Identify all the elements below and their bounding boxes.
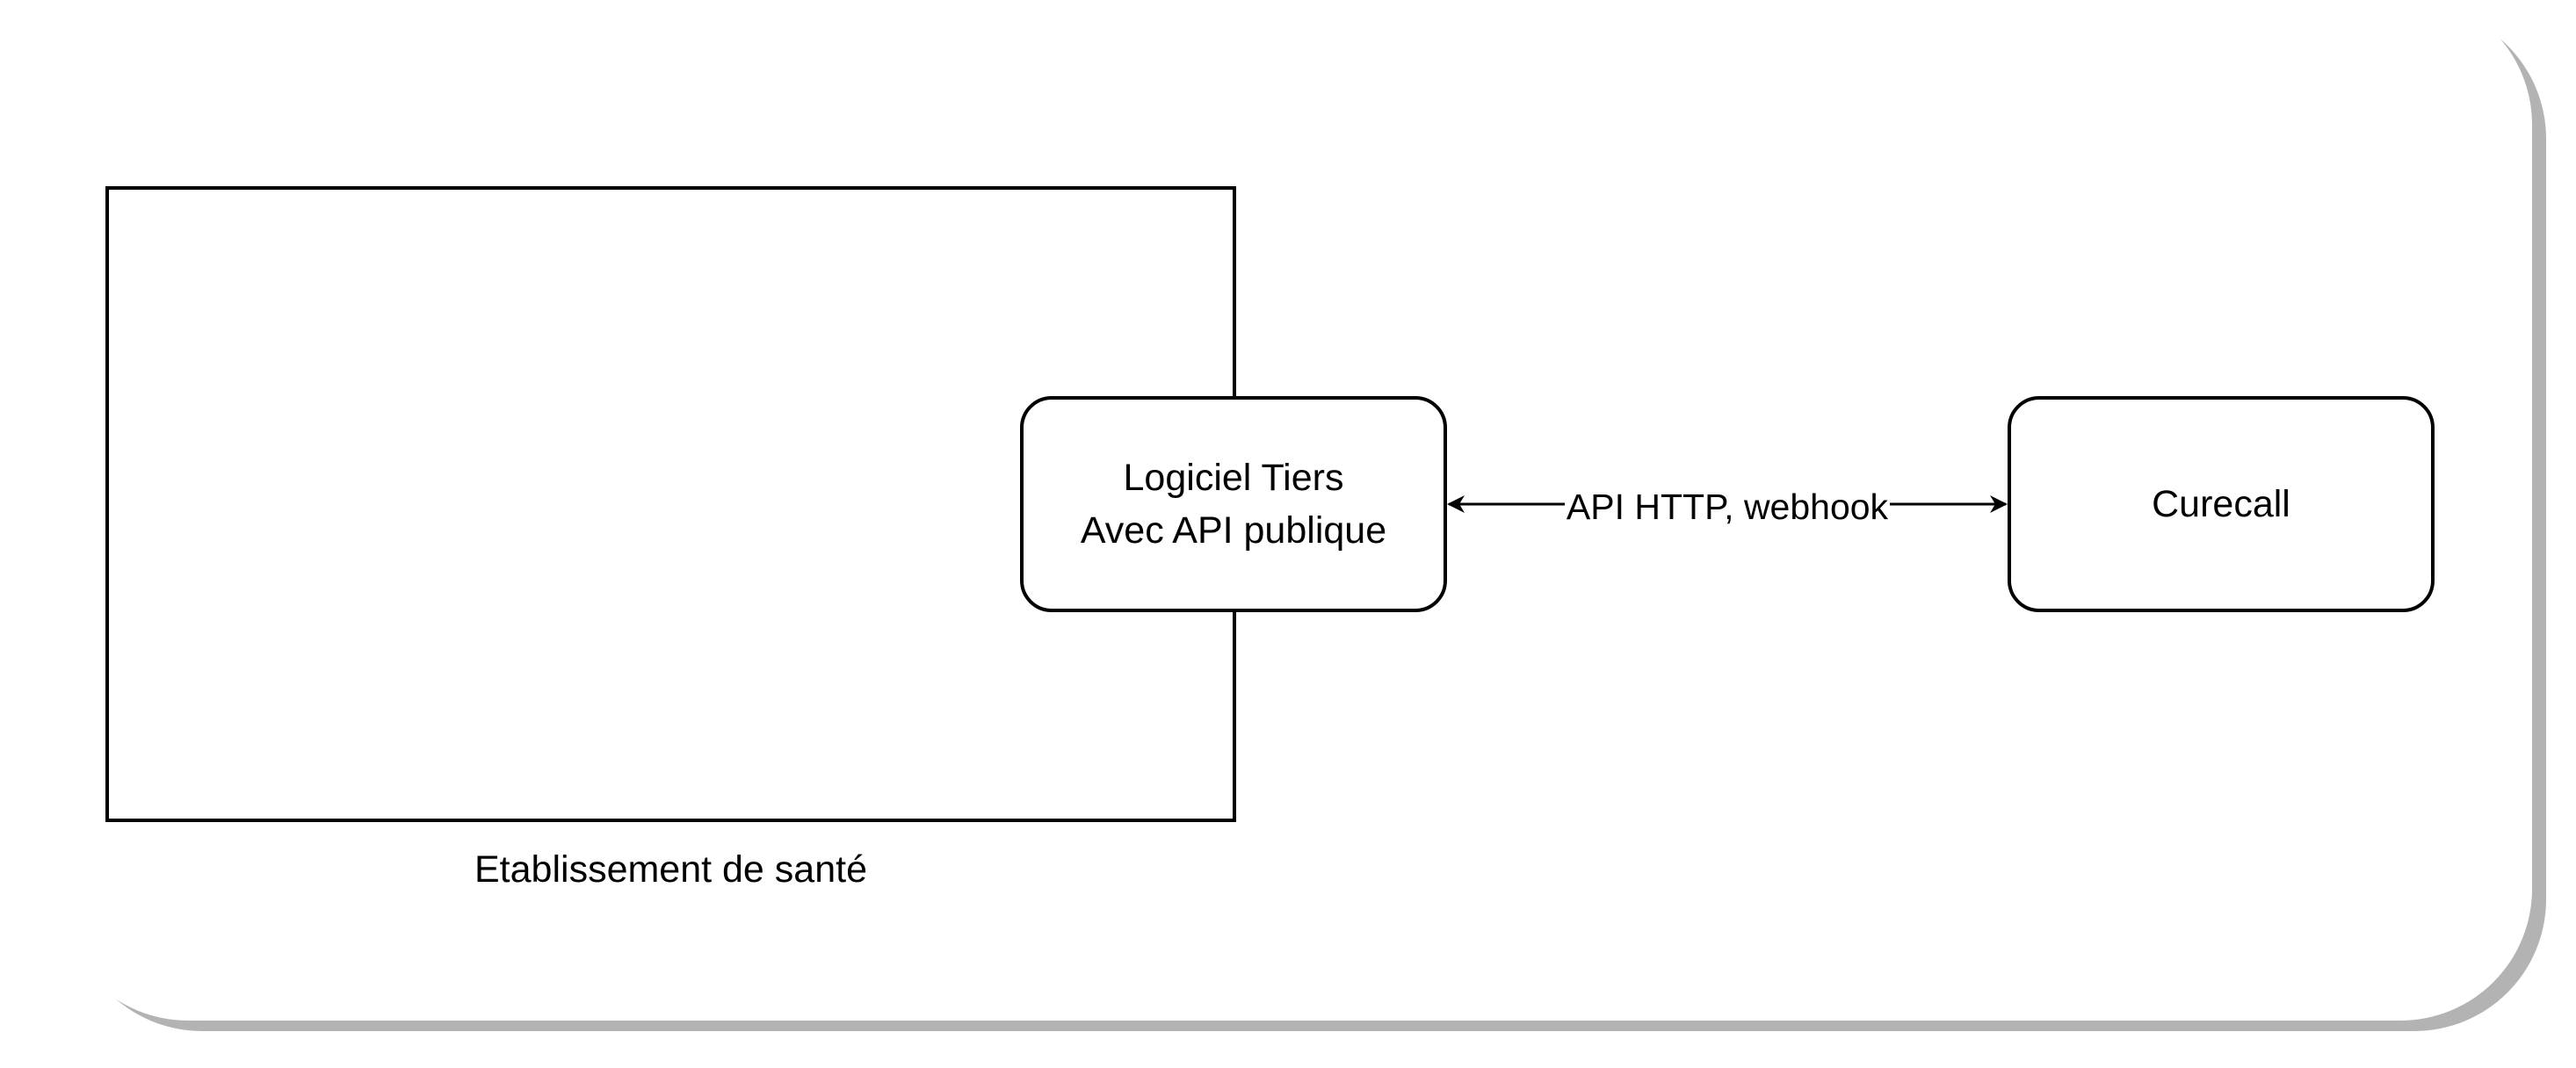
node-logiciel-tiers-label: Logiciel Tiers Avec API publique xyxy=(1022,451,1445,557)
edge-label-wrap: API HTTP, webhook xyxy=(1449,484,2006,530)
node-logiciel-tiers-label-line-2: Avec API publique xyxy=(1080,509,1387,552)
edge-label: API HTTP, webhook xyxy=(1564,484,1891,530)
container-etablissement[interactable] xyxy=(107,188,1022,820)
node-curecall-shape xyxy=(2008,396,2435,612)
node-logiciel-tiers-shape xyxy=(1020,396,1447,612)
container-label-text: Etablissement de santé xyxy=(474,848,867,891)
node-logiciel-tiers-label-line-1: Logiciel Tiers xyxy=(1123,457,1344,499)
node-curecall-label: Curecall xyxy=(2009,478,2433,530)
container-label: Etablissement de santé xyxy=(107,843,1234,896)
node-curecall-label-line-1: Curecall xyxy=(2152,483,2290,525)
